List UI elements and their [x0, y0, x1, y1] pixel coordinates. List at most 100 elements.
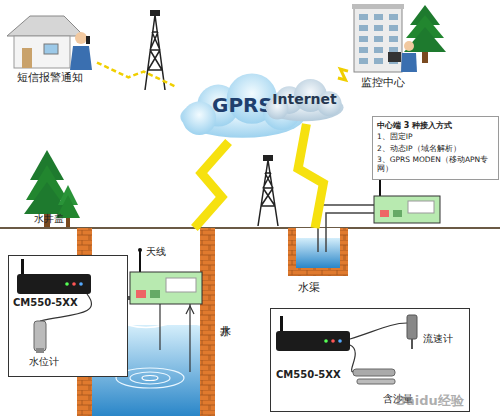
monitor-center: 监控中心: [348, 0, 418, 94]
building-shape: [359, 36, 368, 42]
building-shape: [352, 4, 417, 72]
node-heading: 监控中心: [348, 77, 418, 90]
well-device-inset-outline: [9, 256, 129, 378]
canal-monitor-device: [379, 180, 381, 196]
house-shape: [14, 36, 70, 68]
well-shaft: [130, 372, 170, 384]
canal-device-inset: CM550-5XX 流速计含沙量: [270, 308, 470, 412]
house-shape: [7, 16, 84, 36]
device-graphic: [353, 369, 395, 376]
building-shape: [359, 14, 368, 20]
well-monitor-device: [150, 290, 160, 298]
house-shape: [75, 32, 87, 44]
part-label: 水井盖: [34, 213, 64, 225]
canal-monitor-device: [374, 196, 440, 223]
device-graphic: [331, 339, 335, 343]
canal-monitor-device: [326, 213, 374, 252]
building-shape: [374, 25, 383, 31]
node-heading: 短信报警通知: [2, 72, 97, 85]
well-monitor-device: [139, 250, 141, 272]
access-info-box: 中心端 3 种接入方式1、固定IP2、动态IP（域名解析）3、GPRS MODE…: [372, 116, 499, 180]
lightning-link: [338, 69, 348, 80]
internet-cloud: Internet: [262, 78, 347, 124]
tree: [404, 27, 446, 52]
node-heading: 水渠: [298, 282, 343, 295]
well-monitor-device: [166, 278, 196, 292]
node-heading: CM550-5XX: [276, 369, 376, 381]
device-graphic: [36, 348, 44, 353]
device-graphic: [411, 339, 413, 349]
well-monitor-device: [138, 248, 142, 252]
lightning-link: [97, 63, 175, 87]
building-shape: [388, 52, 401, 62]
radio-tower: [263, 155, 273, 161]
building-shape: [374, 58, 383, 64]
building-shape: [359, 25, 368, 31]
house-shape: [22, 48, 32, 68]
node-text: 水位计: [29, 356, 89, 368]
building-shape: [374, 47, 383, 53]
device-graphic: [350, 323, 407, 339]
tree: [56, 195, 80, 218]
building-shape: [389, 25, 398, 31]
radio-tower: [258, 160, 278, 226]
device-graphic: [79, 282, 83, 286]
device-graphic: [280, 316, 283, 332]
part-label: 天线: [146, 246, 166, 258]
building-shape: [359, 47, 368, 53]
node-text: 3、GPRS MODEN（移动APN专网）: [377, 156, 495, 173]
well-monitor-device: [159, 304, 160, 350]
radio-tower: [258, 155, 278, 226]
canal-monitor-device: [318, 205, 374, 252]
house-shape: [44, 44, 58, 54]
device-graphic: [65, 282, 69, 286]
radio-tower: [150, 10, 160, 16]
node-heading: Internet: [262, 91, 347, 107]
lightning-link: [298, 124, 323, 228]
well-monitor-device: [130, 272, 202, 304]
device-graphic: [407, 315, 417, 339]
radio-tower: [145, 10, 165, 90]
ground-line: [0, 227, 500, 229]
building-shape: [374, 14, 383, 20]
building-shape: [352, 4, 404, 9]
building-shape: [404, 41, 414, 51]
lightning-link: [194, 142, 228, 228]
water-canal: 水渠: [288, 228, 348, 300]
building-shape: [389, 36, 398, 42]
well-monitor-device: [189, 304, 190, 372]
node-text: 含沙量: [383, 393, 443, 405]
well-monitor-device: [186, 306, 194, 314]
canal-device-inset-outline: [271, 309, 471, 413]
building-shape: [359, 58, 368, 64]
canal-monitor-device: [318, 180, 440, 252]
building-shape: [374, 36, 383, 42]
sms-alarm-house: 短信报警通知: [2, 8, 97, 88]
device-graphic: [276, 315, 417, 384]
node-text: 1、固定IP: [377, 133, 495, 142]
cloud-shape: [183, 101, 217, 135]
canal-monitor-device: [408, 201, 434, 213]
well-monitor-device: [136, 290, 146, 298]
device-graphic: [17, 274, 91, 294]
well-device-inset: CM550-5XX 水位计: [8, 255, 128, 377]
building-shape: [401, 53, 417, 72]
device-graphic: [276, 331, 350, 351]
house-shape: [86, 36, 90, 44]
building-shape: [389, 14, 398, 20]
node-heading: CM550-5XX: [13, 297, 123, 309]
node-text: 2、动态IP（域名解析）: [377, 145, 495, 154]
device-graphic: [324, 339, 328, 343]
device-graphic: [350, 345, 355, 372]
device-graphic: [338, 339, 342, 343]
well-shaft: [142, 376, 158, 381]
tree: [24, 150, 80, 229]
device-graphic: [34, 321, 46, 351]
radio-tower: [145, 15, 165, 90]
node-text: 流速计: [423, 333, 468, 345]
house-shape: [7, 16, 92, 70]
building-shape: [354, 8, 402, 72]
canal-monitor-device: [380, 210, 389, 217]
